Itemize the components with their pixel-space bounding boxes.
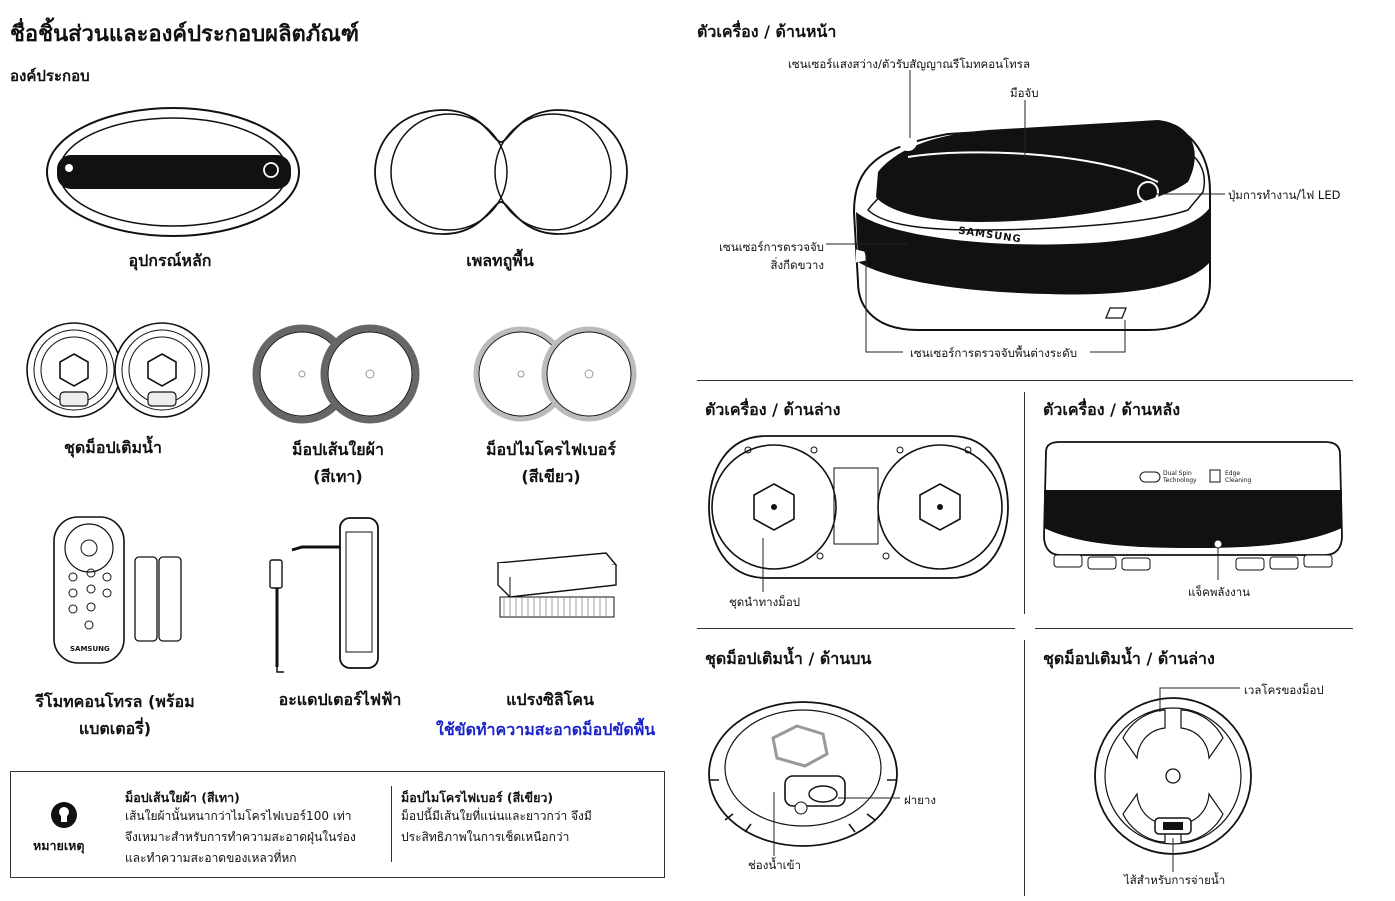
caption-main-unit: อุปกรณ์หลัก [128, 251, 212, 270]
divider-h3 [1035, 628, 1353, 629]
front-title: ตัวเครื่อง / ด้านหน้า [697, 22, 837, 41]
caption-brush: แปรงซิลิโคน [506, 690, 594, 709]
divider-h2 [697, 628, 1015, 629]
label-power-button: ปุ่มการทำงาน/ไฟ LED [1228, 188, 1341, 202]
caption-plate: เพลทถูพื้น [466, 251, 534, 270]
caption-micro-mop: ม็อปไมโครไฟเบอร์ (สีเขียว) [486, 440, 616, 486]
components-heading: องค์ประกอบ [10, 67, 90, 85]
note-col2-title: ม็อปไมโครไฟเบอร์ (สีเขียว) [401, 790, 554, 805]
main-unit-illustration [46, 107, 300, 237]
label-water-inlet: ช่องน้ำเข้า [748, 858, 801, 872]
note-col2-text: ม็อปนี้มีเส้นใยที่แน่นและยาวกว่า จึงมี ป… [401, 809, 592, 844]
label-light-sensor: เซนเซอร์แสงสว่าง/ตัวรับสัญญาณรีโมทคอนโทร… [788, 57, 1030, 71]
mop-top-title: ชุดม็อปเติมน้ำ / ด้านบน [705, 649, 872, 668]
plate-illustration [374, 109, 628, 235]
label-water-outlet: ไส้สำหรับการจ่ายน้ำ [1124, 873, 1226, 887]
note-col1-text: เส้นใยผ้านั้นหนากว่าไมโครไฟเบอร์100 เท่า… [125, 809, 356, 865]
micro-mop-illustration [473, 326, 637, 422]
cloth-mop-illustration [252, 324, 420, 424]
adapter-illustration [269, 517, 379, 673]
caption-mop-set: ชุดม็อปเติมน้ำ [64, 438, 162, 457]
mop-set-illustration [26, 322, 210, 418]
label-handle: มือจับ [1010, 86, 1039, 100]
back-title: ตัวเครื่อง / ด้านหลัง [1043, 400, 1181, 419]
bottom-title: ตัวเครื่อง / ด้านล่าง [705, 400, 841, 419]
mop-top-illustration [708, 701, 898, 847]
note-divider [391, 786, 392, 862]
lightbulb-icon [51, 802, 77, 828]
note-col1-title: ม็อปเส้นใยผ้า (สีเทา) [125, 790, 240, 805]
label-obstacle-sensor: เซนเซอร์การตรวจจับ สิ่งกีดขวาง [719, 240, 824, 272]
divider-h1 [697, 380, 1353, 381]
label-mop-guide: ชุดนำทางม็อป [729, 595, 801, 609]
back-badge-dual-spin: Dual Spin Technology [1163, 470, 1197, 484]
label-power-jack: แจ็คพลังงาน [1188, 585, 1251, 599]
caption-cloth-mop: ม็อปเส้นใยผ้า (สีเทา) [291, 440, 385, 486]
brush-illustration [496, 552, 618, 618]
back-badge-edge: Edge Cleaning [1225, 470, 1252, 484]
caption-adapter: อะแดปเตอร์ไฟฟ้า [278, 690, 402, 709]
divider-v1 [1024, 392, 1025, 614]
label-rubber-cap: ฝายาง [904, 793, 937, 807]
caption-remote: รีโมทคอนโทรล (พร้อม แบตเตอรี่) [35, 692, 195, 738]
page-title: ชื่อชิ้นส่วนและองค์ประกอบผลิตภัณฑ์ [10, 22, 360, 47]
remote-illustration [53, 516, 182, 664]
back-view-illustration [1043, 441, 1343, 571]
brush-usage-note: ใช้ขัดทำความสะอาดม็อปขัดพื้น [436, 720, 656, 739]
note-label: หมายเหตุ [33, 838, 85, 853]
label-cliff-sensor: เซนเซอร์การตรวจจับพื้นต่างระดับ [910, 346, 1077, 360]
note-box: หมายเหตุ ม็อปเส้นใยผ้า (สีเทา) เส้นใยผ้า… [10, 771, 665, 878]
front-view-illustration [852, 120, 1211, 331]
remote-brand-label: SAMSUNG [70, 645, 110, 653]
divider-v2 [1024, 640, 1025, 896]
label-velcro: เวลโครของม็อป [1244, 683, 1324, 697]
bottom-view-illustration [708, 435, 1009, 579]
mop-bottom-title: ชุดม็อปเติมน้ำ / ด้านล่าง [1043, 649, 1215, 668]
